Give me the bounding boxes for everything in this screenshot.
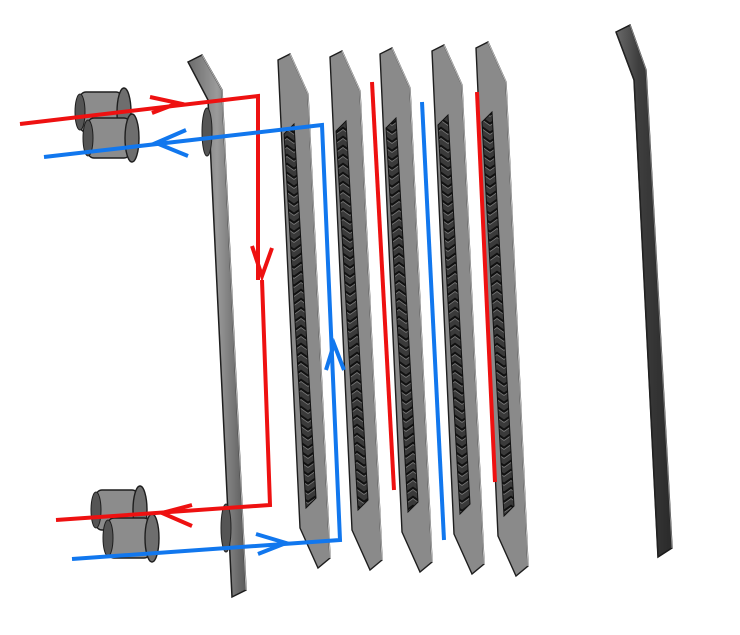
hot-channel-2 <box>475 91 497 483</box>
hot-flow-path <box>19 81 497 528</box>
cold-outlet-port <box>82 113 140 163</box>
heat-transfer-plate <box>277 53 331 570</box>
hot-down-arrowhead <box>250 245 274 283</box>
plate-corrugation <box>385 116 419 514</box>
frame-port-hole-top <box>201 107 213 157</box>
hot-channel-1 <box>370 81 396 491</box>
heat-transfer-plate <box>379 47 433 574</box>
hot-inlet-line <box>19 93 260 280</box>
cold-outlet-arrowhead <box>150 128 189 158</box>
cold-flow-path <box>43 101 446 561</box>
rear-pressure-plate <box>615 23 673 559</box>
plate-corrugation <box>437 113 471 516</box>
heat-transfer-plate <box>475 41 529 578</box>
hot-inlet-arrowhead <box>149 95 185 115</box>
hot-return-line <box>55 279 273 522</box>
heat-transfer-plate <box>431 44 485 576</box>
cold-channel-1 <box>420 101 446 541</box>
plate-corrugation <box>335 119 369 512</box>
heat-transfer-plates <box>277 41 529 578</box>
plate-corrugation <box>481 110 515 518</box>
cold-up-arrowhead <box>324 337 346 371</box>
cold-outlet-line <box>43 122 343 561</box>
heat-transfer-plate <box>329 50 383 572</box>
hot-outlet-arrowhead <box>155 503 193 528</box>
cold-inlet-port <box>102 513 160 563</box>
port-fittings <box>74 87 160 563</box>
cold-inlet-arrowhead <box>255 532 293 556</box>
frame-port-hole-bottom <box>220 503 232 553</box>
